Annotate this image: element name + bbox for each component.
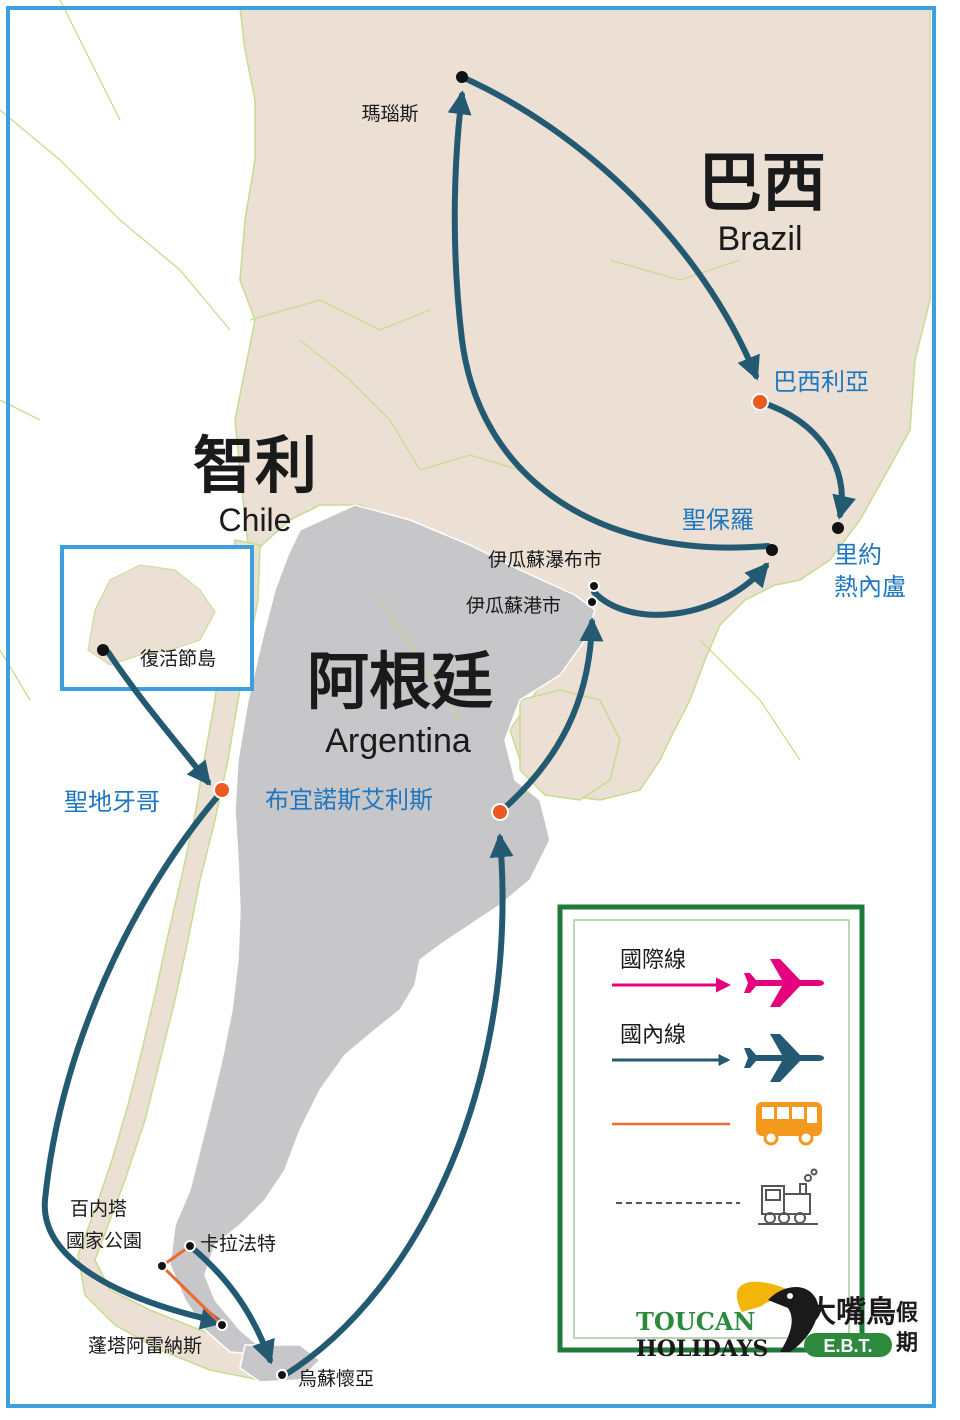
label-rio-line2: 熱內盧 (834, 573, 906, 601)
label-puntaarenas: 蓬塔阿雷納斯 (88, 1335, 202, 1357)
route-santiago-puntaarenas (41, 793, 225, 1330)
legend-domestic-label: 國內線 (620, 1023, 686, 1048)
plane-icon (744, 959, 824, 1007)
route-buenosaires-iguazu (497, 617, 604, 815)
bus-icon (756, 1102, 822, 1146)
argentina-label-en: Argentina (325, 722, 471, 760)
brazil-label-zh: 巴西 (698, 147, 826, 221)
legend: 國際線 國內線 (557, 904, 918, 1362)
label-santiago: 聖地牙哥 (64, 788, 160, 816)
dot-manaus (456, 71, 468, 83)
legend-frame-inner (573, 919, 850, 1339)
logo-toucan: TOUCAN (636, 1307, 755, 1336)
logo-zh-holiday-1: 假 (896, 1300, 918, 1326)
easter-island-shape (87, 564, 216, 666)
domestic-routes (41, 74, 856, 1378)
label-iguazu-port: 伊瓜蘇港市 (466, 595, 561, 617)
logo-zh-name: 大嘴鳥 (806, 1295, 896, 1330)
label-rio-line1: 里約 (834, 541, 882, 569)
brazil-label-en: Brazil (717, 220, 802, 258)
route-calafate-ushuaia (187, 1243, 275, 1365)
dot-santiago (213, 781, 231, 799)
dot-saopaulo (766, 544, 778, 556)
dot-brasilia (751, 393, 769, 411)
toucan-head (768, 1286, 819, 1352)
label-torres-line1: 百内塔 (70, 1198, 127, 1220)
dot-iguazu-falls (588, 580, 600, 592)
logo-abbr: E.B.T. (823, 1336, 872, 1356)
chile-label-zh: 智利 (193, 429, 317, 502)
dot-easter-island (97, 644, 109, 656)
dot-torres (156, 1260, 168, 1272)
border-lines (0, 0, 801, 761)
argentina-landmass (169, 504, 596, 1356)
logo-holidays: HOLIDAYS (636, 1336, 768, 1362)
land-layer (0, 0, 931, 1383)
dot-puntaarenas (216, 1319, 228, 1331)
route-iguazu-saopaulo (591, 562, 770, 618)
label-torres-line2: 國家公園 (66, 1230, 142, 1252)
argentina-label-zh: 阿根廷 (307, 645, 493, 718)
route-manaus-brasilia (459, 74, 760, 381)
easter-island-inset (60, 545, 254, 691)
route-ushuaia-buenosaires (282, 833, 514, 1378)
label-manaus: 瑪瑙斯 (361, 103, 418, 125)
label-saopaulo: 聖保羅 (682, 506, 754, 534)
label-brasilia: 巴西利亞 (773, 368, 869, 396)
dot-calafate (184, 1240, 196, 1252)
dot-buenosaires (491, 803, 509, 821)
dot-iguazu-port (586, 596, 598, 608)
outer-frame (6, 6, 936, 1408)
route-easter-santiago (105, 649, 211, 786)
plane-icon (744, 1034, 824, 1082)
chile-label-en: Chile (219, 502, 292, 538)
label-buenosaires: 布宜諾斯艾利斯 (265, 786, 433, 814)
route-brasilia-rio (757, 399, 856, 520)
label-ushuaia: 烏蘇懷亞 (298, 1368, 374, 1390)
logo-abbr-badge (804, 1333, 892, 1357)
city-dots (97, 71, 844, 1381)
dot-rio (832, 522, 844, 534)
toucan-logo: TOUCAN HOLIDAYS 大嘴鳥 假 期 E.B.T. (636, 1281, 918, 1362)
dot-ushuaia (276, 1369, 288, 1381)
label-easter-island: 復活節島 (140, 648, 216, 670)
logo-zh-holiday-2: 期 (896, 1330, 918, 1356)
label-calafate: 卡拉法特 (200, 1233, 276, 1255)
label-iguazu-falls: 伊瓜蘇瀑布市 (488, 549, 602, 571)
route-saopaulo-manaus (447, 90, 771, 551)
train-icon (758, 1168, 818, 1225)
toucan-eye (787, 1293, 793, 1299)
legend-international-label: 國際線 (620, 948, 686, 973)
uruguay-landmass (519, 689, 621, 801)
